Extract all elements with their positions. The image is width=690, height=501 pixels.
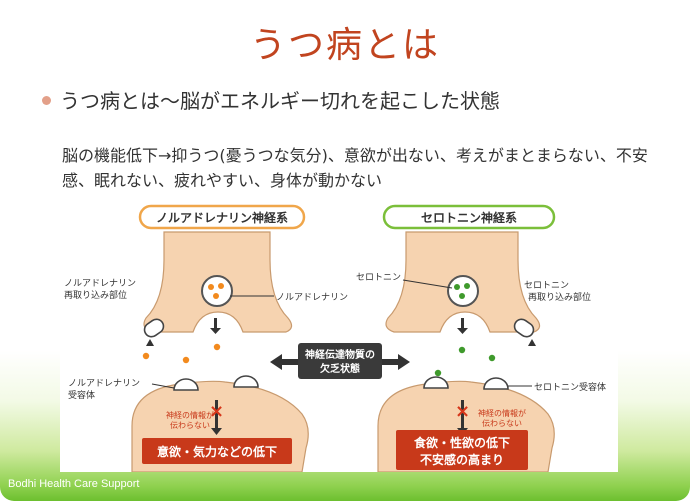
left-transmitter-label: ノルアドレナリン [276, 292, 348, 303]
footer-text: Bodhi Health Care Support [8, 478, 140, 490]
right-vesicle [447, 275, 479, 307]
left-receptor-label-1: ノルアドレナリン [68, 378, 140, 389]
center-label-1: 神経伝達物質の [305, 348, 375, 361]
right-reuptake-label-1: セロトニン [524, 280, 569, 291]
right-blocked-text-2: 伝わらない [482, 418, 522, 428]
left-result-box [142, 438, 292, 464]
left-result-text: 意欲・気力などの低下 [157, 444, 277, 459]
center-label-2: 欠乏状態 [320, 362, 360, 375]
left-blocked-x-icon: × [209, 401, 224, 422]
bullet-dot-icon [42, 96, 51, 105]
right-result-text-2: 不安感の高まり [420, 452, 504, 467]
right-blocked-text-1: 神経の情報が [478, 408, 526, 418]
left-system-label: ノルアドレナリン神経系 [156, 210, 288, 225]
right-system-label: セロトニン神経系 [421, 210, 517, 225]
description-text: 脳の機能低下→抑うつ(憂うつな気分)、意欲が出ない、考えがまとまらない、不安感、… [62, 146, 648, 190]
right-transmitter-label: セロトニン [356, 272, 401, 283]
left-blocked-text-1: 神経の情報が [166, 410, 214, 420]
right-receptor-label: セロトニン受容体 [534, 381, 606, 393]
right-result-box [396, 430, 528, 470]
right-blocked-x-icon: × [455, 401, 470, 422]
center-label-box [298, 343, 382, 379]
slide-title: うつ病とは [249, 25, 440, 66]
left-receptor-1 [173, 378, 199, 391]
bullet-text: うつ病とは～脳がエネルギー切れを起こした状態 [60, 89, 500, 113]
center-right-arrow-icon [398, 354, 410, 370]
left-system-badge [138, 204, 306, 230]
left-reuptake-label-1: ノルアドレナリン [64, 278, 136, 289]
right-reuptake-arrow-icon [528, 339, 536, 346]
left-reuptake-arrow-icon [146, 339, 154, 346]
right-receptor-2 [483, 377, 509, 390]
right-receptor-1 [423, 376, 449, 389]
neurotransmitter-diagram: ノルアドレナリン神経系 セロトニン神経系 神経の情報が 伝わらない × 意欲・気… [60, 200, 618, 472]
left-receptor-label-2: 受容体 [68, 389, 95, 401]
left-blocked-text-2: 伝わらない [170, 420, 210, 430]
right-system-badge [382, 204, 556, 230]
left-receptor-2 [233, 375, 259, 388]
center-left-arrow-icon [270, 354, 282, 370]
right-reuptake-label-2: 再取り込み部位 [528, 291, 591, 303]
right-result-text-1: 食欲・性欲の低下 [413, 435, 510, 450]
left-reuptake-label-2: 再取り込み部位 [64, 289, 127, 301]
left-vesicle [201, 275, 233, 307]
